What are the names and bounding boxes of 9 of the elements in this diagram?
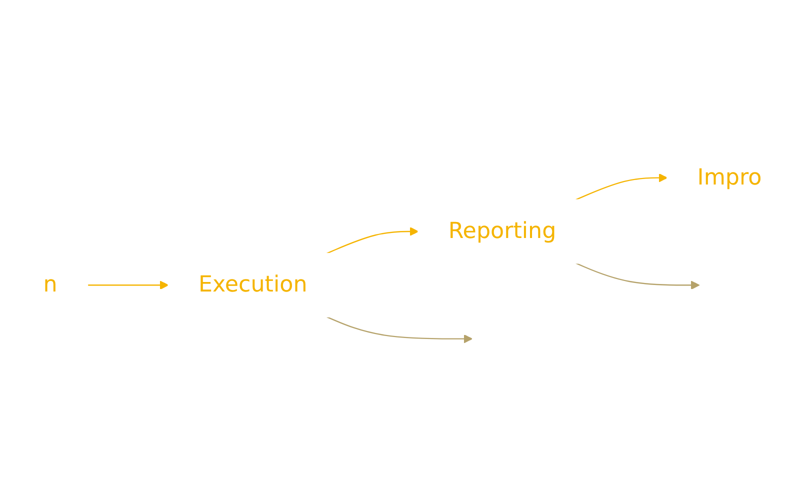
node-text: Execution — [198, 272, 308, 298]
arrow — [326, 227, 419, 254]
arrow — [88, 280, 169, 290]
arrow — [576, 173, 668, 200]
arrow — [576, 262, 700, 290]
node-text: Impro — [697, 165, 762, 190]
node-text: Reporting — [448, 218, 556, 244]
arrow — [326, 316, 472, 344]
node-text: n — [43, 272, 58, 298]
